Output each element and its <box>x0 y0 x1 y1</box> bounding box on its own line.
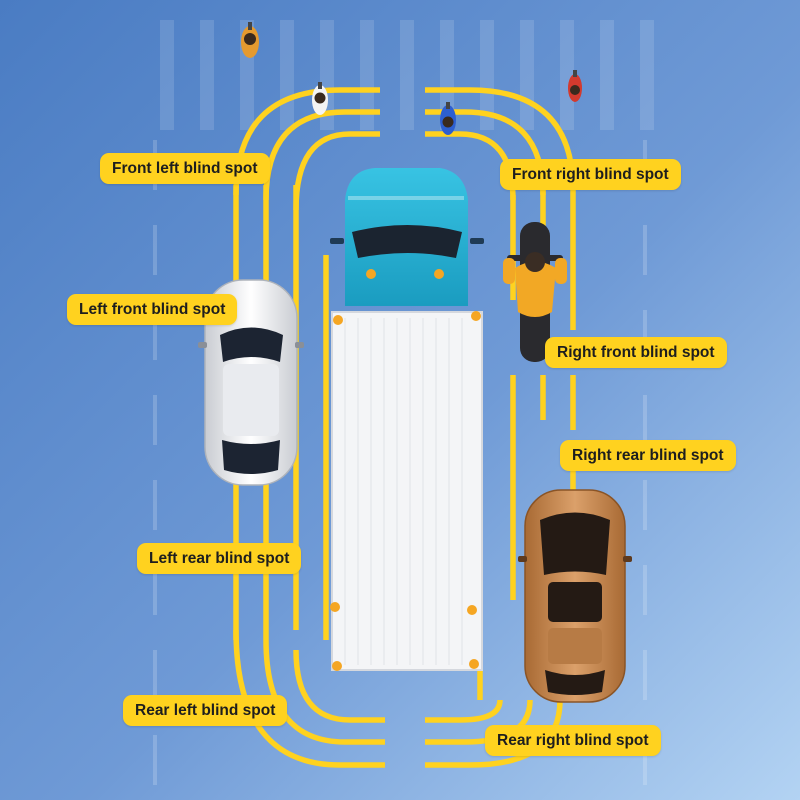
rear-left-blind-spot-label: Rear left blind spot <box>123 695 287 726</box>
front-right-blind-spot-label: Front right blind spot <box>500 159 681 190</box>
rear-right-blind-spot-label: Rear right blind spot <box>485 725 661 756</box>
right-front-blind-spot-label: Right front blind spot <box>545 337 727 368</box>
front-left-blind-spot-label: Front left blind spot <box>100 153 270 184</box>
truck <box>330 168 484 671</box>
right-rear-blind-spot-label: Right rear blind spot <box>560 440 736 471</box>
orange-car <box>518 490 632 702</box>
truck-trailer <box>332 312 482 670</box>
left-front-blind-spot-label: Left front blind spot <box>67 294 237 325</box>
left-rear-blind-spot-label: Left rear blind spot <box>137 543 301 574</box>
